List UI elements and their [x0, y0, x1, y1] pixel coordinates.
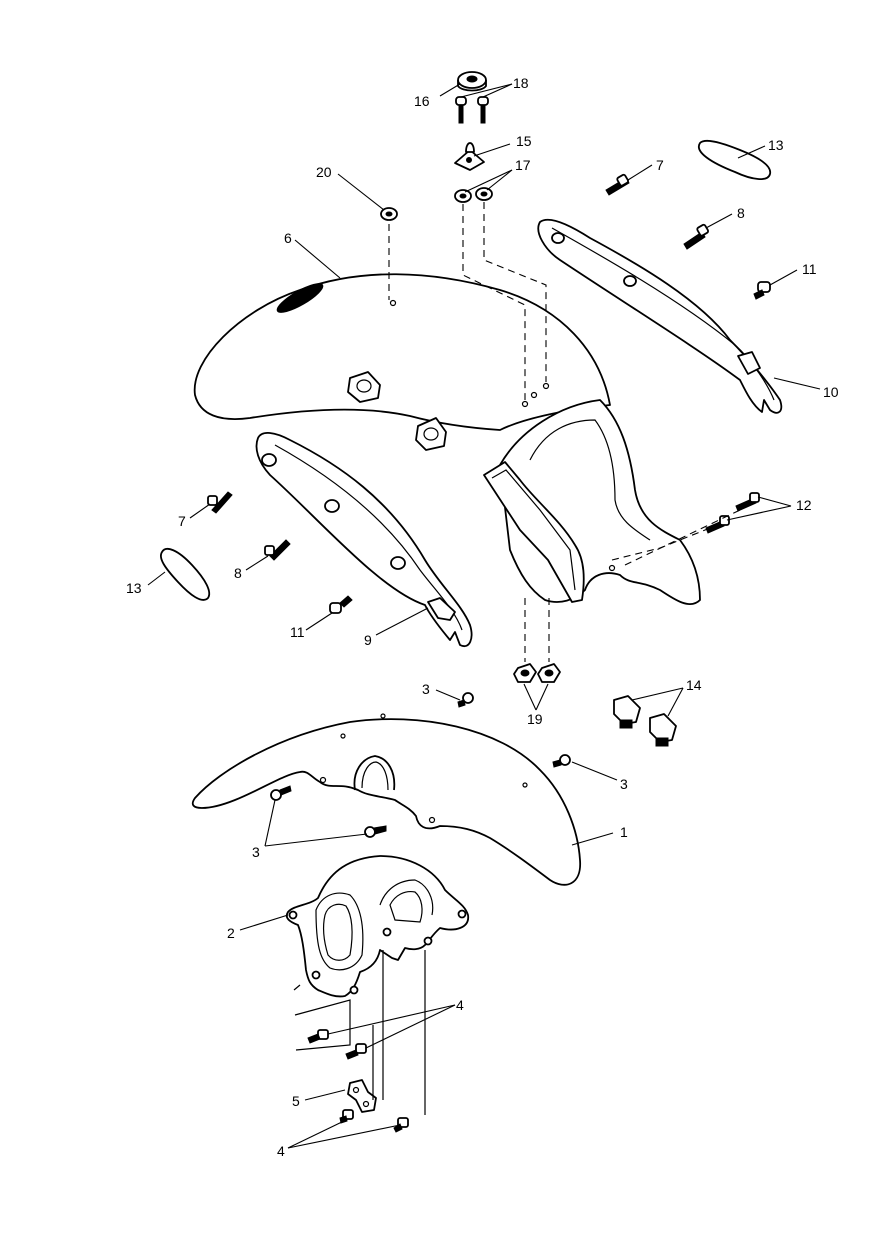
- callout-9: 9: [364, 632, 372, 648]
- callout-labels: 16 18 15 17 20 6 7 13 8 11 10 12 7 8 13 …: [126, 75, 839, 1159]
- callout-1: 1: [620, 824, 628, 840]
- part-18-screws: [455, 96, 489, 124]
- callout-18: 18: [513, 75, 529, 91]
- callout-17: 17: [515, 157, 531, 173]
- callout-13-right: 13: [768, 137, 784, 153]
- part-8-bolt-right: [683, 223, 709, 250]
- callout-3-top: 3: [422, 681, 430, 697]
- callout-8-left: 8: [234, 565, 242, 581]
- part-7-bolt-left: [207, 491, 233, 514]
- callout-7-right: 7: [656, 157, 664, 173]
- part-8-bolt-left: [264, 539, 291, 561]
- callout-13-left: 13: [126, 580, 142, 596]
- callout-15: 15: [516, 133, 532, 149]
- callout-3-right: 3: [620, 776, 628, 792]
- part-2-bracket: [285, 855, 469, 998]
- callout-11-right: 11: [802, 261, 817, 277]
- part-9-left-stay: [255, 432, 473, 648]
- part-13-reflector-right: [697, 139, 772, 180]
- part-17-washers: [454, 187, 493, 203]
- part-1-front-fender: [192, 713, 581, 886]
- part-12-bolts: [705, 492, 760, 534]
- callout-12: 12: [796, 497, 812, 513]
- part-11-screw-left: [329, 595, 353, 614]
- part-20-nut: [380, 207, 398, 221]
- callout-10: 10: [823, 384, 839, 400]
- leader-lines: [147, 83, 821, 1149]
- callout-11-left: 11: [290, 624, 305, 640]
- callout-6: 6: [284, 230, 292, 246]
- part-3-screws: [270, 692, 571, 838]
- part-16-grommet: [457, 71, 487, 92]
- callout-8-right: 8: [737, 205, 745, 221]
- callout-4-top: 4: [456, 997, 464, 1013]
- part-15-clip: [454, 142, 485, 171]
- callout-20: 20: [316, 164, 332, 180]
- part-4-screws: [307, 1029, 409, 1133]
- callout-7-left: 7: [178, 513, 186, 529]
- part-13-reflector-left: [160, 548, 211, 601]
- callout-14: 14: [686, 677, 702, 693]
- part-10-right-stay: [537, 218, 783, 414]
- part-14-clips: [613, 695, 677, 747]
- callout-19: 19: [527, 711, 543, 727]
- part-5-plate: [347, 1079, 377, 1113]
- callout-3-left: 3: [252, 844, 260, 860]
- part-11-screw-right: [753, 281, 771, 300]
- callout-4-bottom: 4: [277, 1143, 285, 1159]
- alignment-lines: [293, 202, 741, 1115]
- part-7-bolt-right: [605, 173, 630, 196]
- callout-16: 16: [414, 93, 430, 109]
- callout-5: 5: [292, 1093, 300, 1109]
- callout-2: 2: [227, 925, 235, 941]
- part-19-nuts: [513, 663, 561, 683]
